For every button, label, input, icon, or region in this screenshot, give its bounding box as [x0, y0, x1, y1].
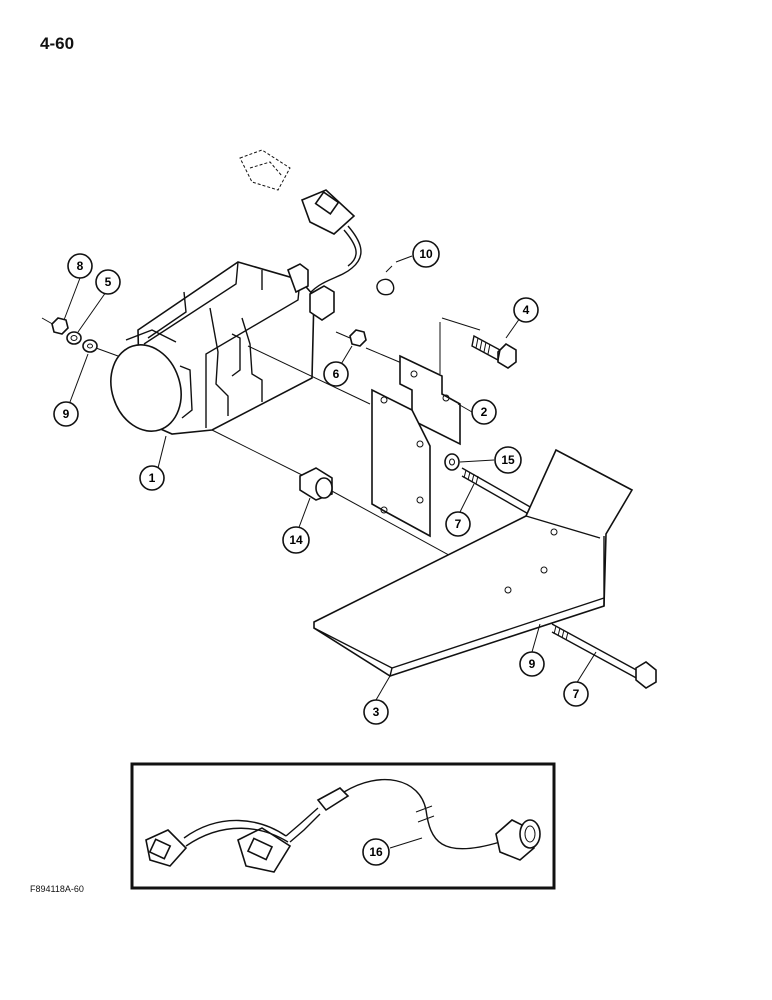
- washer-item-9: [82, 339, 98, 353]
- callout-7-lower: 7: [563, 681, 589, 707]
- svg-text:7: 7: [573, 687, 580, 701]
- svg-text:3: 3: [373, 705, 380, 719]
- bolt-item-7-lower: [551, 623, 657, 689]
- callout-10: 10: [412, 240, 440, 268]
- washer-item-15: [444, 453, 460, 471]
- svg-text:4: 4: [523, 303, 530, 317]
- svg-text:2: 2: [481, 405, 488, 419]
- svg-text:9: 9: [63, 407, 70, 421]
- callout-7-upper: 7: [445, 511, 471, 537]
- callout-2: 2: [471, 399, 497, 425]
- bolt-item-4: [471, 334, 517, 369]
- svg-text:6: 6: [333, 367, 340, 381]
- callout-9-right: 9: [519, 651, 545, 677]
- callout-3: 3: [363, 699, 389, 725]
- svg-text:15: 15: [501, 453, 515, 467]
- cable-tie: [376, 255, 413, 296]
- page-number: 4-60: [40, 34, 75, 53]
- callout-1: 1: [139, 465, 165, 491]
- nut-item-8: [51, 317, 69, 335]
- bracket-item-3: [313, 448, 634, 677]
- callout-8: 8: [67, 253, 93, 279]
- callout-16: 16: [362, 838, 390, 866]
- svg-text:16: 16: [369, 845, 383, 859]
- svg-text:7: 7: [455, 517, 462, 531]
- callout-15: 15: [494, 446, 522, 474]
- svg-text:5: 5: [105, 275, 112, 289]
- svg-text:14: 14: [289, 533, 303, 547]
- callout-9-left: 9: [53, 401, 79, 427]
- callout-6: 6: [323, 361, 349, 387]
- callout-4: 4: [513, 297, 539, 323]
- leader-lines: [63, 277, 597, 701]
- figure-code: F894118A-60: [30, 884, 84, 894]
- horn-body: [110, 261, 335, 435]
- callout-14: 14: [282, 526, 310, 554]
- svg-text:10: 10: [419, 247, 433, 261]
- spacer-item-14: [299, 467, 333, 501]
- svg-text:1: 1: [149, 471, 156, 485]
- inset-box: [130, 762, 556, 890]
- lock-washer-item-5: [66, 331, 82, 345]
- plate-item-2: [371, 322, 461, 538]
- svg-text:8: 8: [77, 259, 84, 273]
- mating-connector-ghost: [239, 149, 291, 191]
- harness-connector: [300, 189, 362, 301]
- callout-5: 5: [95, 269, 121, 295]
- nut-item-6: [349, 329, 367, 347]
- svg-text:9: 9: [529, 657, 536, 671]
